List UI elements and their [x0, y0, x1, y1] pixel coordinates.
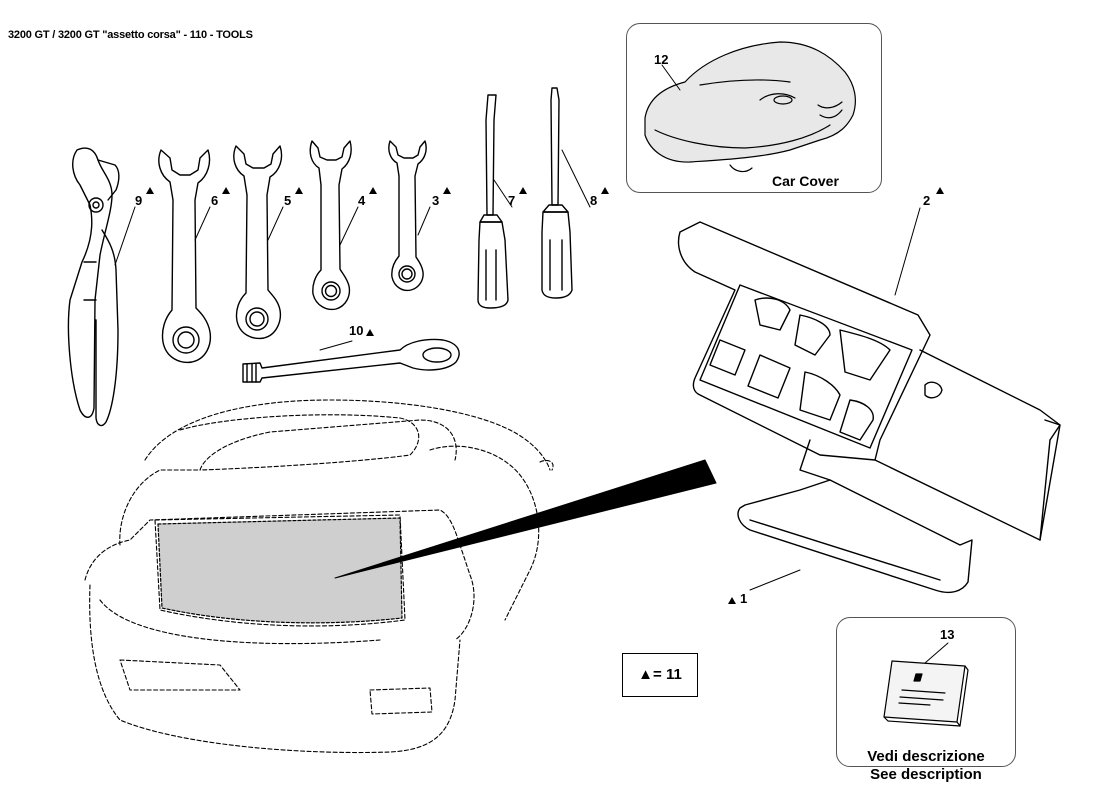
trunk-area-drawing — [157, 517, 403, 624]
triangle-marker-icon — [369, 187, 377, 194]
description-caption-it: Vedi descrizione — [867, 748, 985, 765]
description-panel — [836, 617, 1016, 767]
triangle-marker-icon — [366, 329, 374, 336]
page-title: 3200 GT / 3200 GT "assetto corsa" - 110 … — [8, 29, 253, 41]
wrench-5-drawing — [233, 145, 283, 340]
triangle-marker-icon — [443, 187, 451, 194]
wrench-4-drawing — [309, 140, 352, 311]
screwdriver-7-drawing — [477, 94, 509, 309]
pliers-drawing — [67, 147, 120, 427]
triangle-marker-icon — [936, 187, 944, 194]
callout-13: 13 — [940, 627, 955, 642]
callout-6: 6 — [211, 193, 219, 208]
legend-text: ▲= 11 — [638, 666, 682, 683]
leader-lines — [114, 64, 949, 664]
triangle-marker-icon — [222, 187, 230, 194]
callout-5: 5 — [284, 193, 292, 208]
triangle-marker-icon — [601, 187, 609, 194]
triangle-marker-icon — [519, 187, 527, 194]
callout-7: 7 — [508, 193, 516, 208]
callout-3: 3 — [432, 193, 440, 208]
car-rear-drawing — [84, 399, 554, 754]
triangle-marker-icon — [146, 187, 154, 194]
triangle-marker-icons — [146, 187, 944, 604]
screwdriver-8-drawing — [541, 87, 573, 299]
callout-2: 2 — [923, 193, 931, 208]
callout-1: 1 — [740, 591, 748, 606]
triangle-marker-icon — [295, 187, 303, 194]
triangle-marker-icon — [728, 597, 736, 604]
callout-12: 12 — [654, 52, 669, 67]
wrench-3-drawing — [388, 140, 427, 292]
car-cover-caption: Car Cover — [772, 173, 839, 189]
tow-hook-drawing — [242, 338, 460, 383]
description-caption-en: See description — [870, 766, 982, 783]
wrench-6-drawing — [158, 149, 212, 364]
callout-9: 9 — [135, 193, 143, 208]
callout-4: 4 — [358, 193, 366, 208]
tool-case-drawing — [677, 221, 1061, 594]
callout-8: 8 — [590, 193, 598, 208]
callout-10: 10 — [349, 323, 364, 338]
car-cover-drawing — [644, 41, 856, 173]
leader-wedge — [334, 459, 717, 579]
legend-box: ▲= 11 — [622, 653, 698, 697]
manual-booklet-drawing — [883, 660, 969, 727]
